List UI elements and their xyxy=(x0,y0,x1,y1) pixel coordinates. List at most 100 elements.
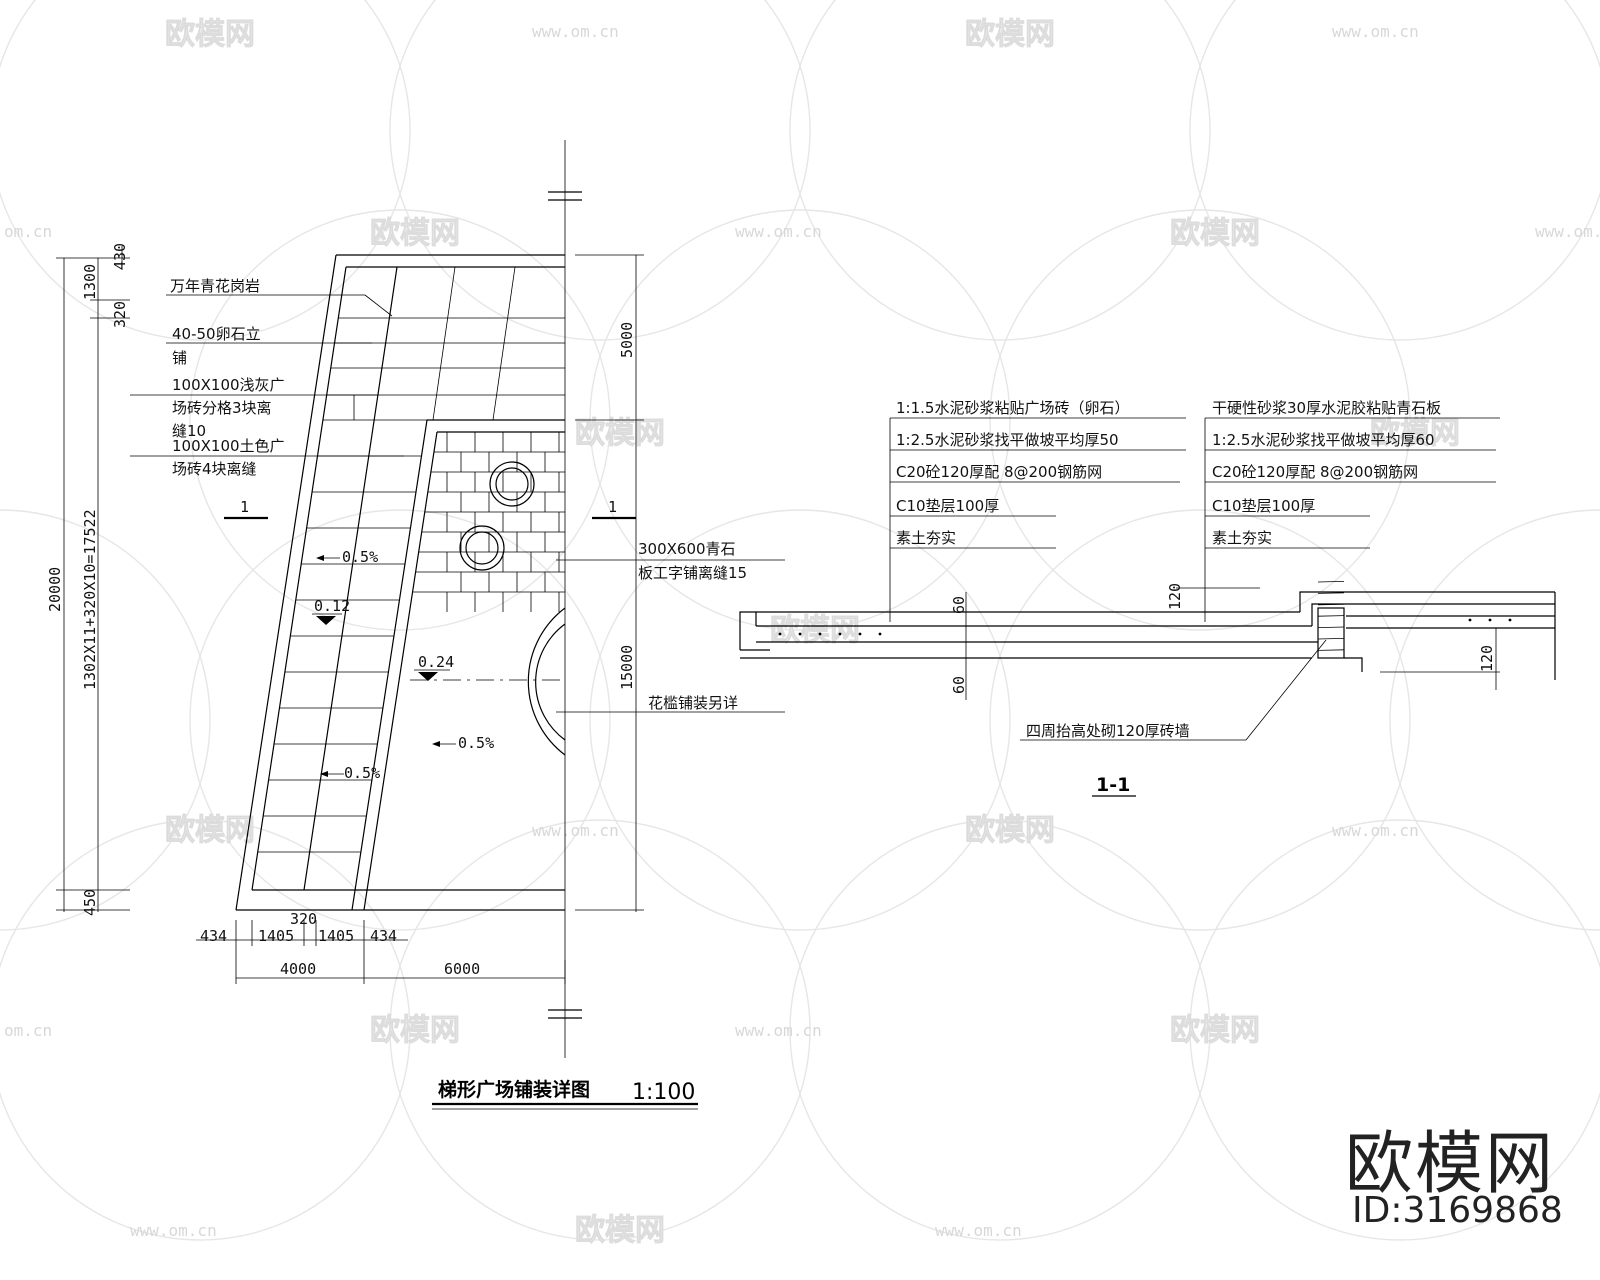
dim-label: 15000 xyxy=(618,645,636,690)
watermark-url: www.om.cn xyxy=(532,821,619,840)
rebar-dot xyxy=(878,632,882,636)
watermark-logo: 欧模网 xyxy=(965,813,1055,848)
round-planter-inner xyxy=(465,531,499,565)
right-step xyxy=(1311,603,1555,626)
dim-label: 1405 xyxy=(258,927,294,945)
wall-note: 四周抬高处砌120厚砖墙 xyxy=(1026,722,1190,740)
hatch-line xyxy=(1317,638,1345,640)
section-body: 60 60 120 120 四周抬高处砌120厚砖墙 1-1 xyxy=(739,581,1556,797)
section-view: 1:1.5水泥砂浆粘贴广场砖（卵石） 1:2.5水泥砂浆找平做坡平均厚50 C2… xyxy=(739,399,1556,797)
elevation-marker-icon xyxy=(418,672,438,681)
watermark-logo: 欧模网 xyxy=(1170,1013,1260,1048)
watermark-url: www.om.cn xyxy=(532,22,619,41)
watermark-url: www.om.cn xyxy=(735,222,822,241)
layer-label: 素土夯实 xyxy=(1212,529,1272,547)
dim-label: 430 xyxy=(111,243,129,270)
label-pebble: 铺 xyxy=(172,349,187,367)
rebar-dot xyxy=(1488,618,1492,622)
dim-label: 120 xyxy=(1478,645,1496,672)
label-grey-tile: 100X100浅灰广 xyxy=(172,376,285,394)
leader-line xyxy=(364,294,393,317)
watermark-logo: 欧模网 xyxy=(575,1213,665,1248)
hatch-line xyxy=(1317,615,1345,617)
round-planter xyxy=(489,461,535,507)
dim-label: 1302X11+320X10=17522 xyxy=(81,509,99,690)
label-grey-tile: 缝10 xyxy=(172,422,206,440)
bluestone-slab-pattern xyxy=(412,431,565,612)
grey-band-line xyxy=(303,266,398,891)
hatch-line xyxy=(1317,592,1345,594)
layer-label: C10垫层100厚 xyxy=(896,497,999,515)
elevation-label: 0.12 xyxy=(314,597,350,615)
dim-label: 320 xyxy=(290,910,317,928)
wall-note-leader xyxy=(1245,639,1327,741)
watermark-url: www.om.cn xyxy=(1332,22,1419,41)
watermark-logo: 欧模网 xyxy=(1170,216,1260,251)
arrow-left-icon xyxy=(320,771,328,777)
dim-label: 4000 xyxy=(280,960,316,978)
dim-label: 320 xyxy=(111,301,129,328)
watermark-logos: 欧模网 欧模网 欧模网 欧模网 欧模网 欧模网 欧模网 欧模网 欧模网 欧模网 … xyxy=(165,17,1461,1249)
hatch-line xyxy=(1317,649,1345,651)
watermark-layer: 欧模网 欧模网 欧模网 欧模网 欧模网 欧模网 欧模网 欧模网 欧模网 欧模网 … xyxy=(0,0,1600,1248)
watermark-url: www.om.cn xyxy=(735,1021,822,1040)
watermark-logo: 欧模网 xyxy=(1370,416,1460,451)
watermark-urls: www.om.cn www.om.cn www.om.cn www.om.cn … xyxy=(4,22,1600,1240)
watermark-url: www.om.cn xyxy=(1332,821,1419,840)
watermark-logo: 欧模网 xyxy=(965,17,1055,52)
watermark-logo: 欧模网 xyxy=(370,216,460,251)
label-slab: 300X600青石 xyxy=(638,540,736,558)
layer-label: 1:1.5水泥砂浆粘贴广场砖（卵石） xyxy=(896,399,1129,417)
section-title: 1-1 xyxy=(1096,774,1130,796)
round-planter xyxy=(459,525,505,571)
layer-label: C10垫层100厚 xyxy=(1212,497,1315,515)
label-grey-tile: 场砖分格3块离 xyxy=(172,399,272,417)
brick-wall-hatch xyxy=(1317,581,1345,659)
rebar-dot xyxy=(838,632,842,636)
slope-label: 0.5% xyxy=(342,548,378,566)
arrow-left-icon xyxy=(432,741,440,747)
dim-label: 434 xyxy=(370,927,397,945)
watermark-url: www.om.cn xyxy=(935,1221,1022,1240)
tile-column-line xyxy=(492,266,516,421)
layer-callout-left: 1:1.5水泥砂浆粘贴广场砖（卵石） 1:2.5水泥砂浆找平做坡平均厚50 C2… xyxy=(889,399,1186,622)
dim-label: 1405 xyxy=(318,927,354,945)
label-slab: 板工字铺离缝15 xyxy=(638,564,747,582)
slope-label: 0.5% xyxy=(344,764,380,782)
layer-label: C20砼120厚配 8@200钢筋网 xyxy=(1212,463,1418,481)
hatch-line xyxy=(1317,581,1345,583)
plan-title: 梯形广场铺装详图 xyxy=(438,1078,590,1101)
label-flowerbed: 花槛铺装另详 xyxy=(648,694,738,712)
dim-label: 434 xyxy=(200,927,227,945)
section-mark: 1 xyxy=(240,498,249,516)
rebar-dot xyxy=(1468,618,1472,622)
rebar-dot xyxy=(818,632,822,636)
plan-view: 万年青花岗岩 40-50卵石立 铺 100X100浅灰广 场砖分格3块离 缝10… xyxy=(46,140,785,1110)
plaza-outer-edge xyxy=(235,254,337,911)
rebar-dot xyxy=(1508,618,1512,622)
arrow-left-icon xyxy=(316,555,324,561)
right-step xyxy=(1299,591,1555,612)
watermark-logo: 欧模网 xyxy=(370,1013,460,1048)
label-tan-tile: 场砖4块离缝 xyxy=(172,460,257,478)
watermark-circles xyxy=(0,0,1600,1241)
watermark-url: www.om.cn xyxy=(130,1221,217,1240)
brand-name: 欧模网 xyxy=(1345,1125,1556,1204)
tile-column-line xyxy=(432,266,456,421)
tan-band-line xyxy=(363,431,438,911)
tan-band-edge xyxy=(351,419,428,911)
layer-label: C20砼120厚配 8@200钢筋网 xyxy=(896,463,1102,481)
watermark-logo: 欧模网 xyxy=(575,416,665,451)
plan-scale: 1:100 xyxy=(632,1080,695,1105)
layer-callout-right: 干硬性砂浆30厚水泥胶粘贴青石板 1:2.5水泥砂浆找平做坡平均厚60 C20砼… xyxy=(1204,399,1500,622)
label-pebble: 40-50卵石立 xyxy=(172,325,261,343)
hatch-line xyxy=(1317,603,1345,606)
rebar-dots xyxy=(778,618,1512,636)
dim-label: 60 xyxy=(950,596,968,614)
rebar-dot xyxy=(858,632,862,636)
layer-label: 1:2.5水泥砂浆找平做坡平均厚50 xyxy=(896,431,1119,449)
watermark-logo: 欧模网 xyxy=(165,17,255,52)
dim-label: 60 xyxy=(950,676,968,694)
watermark-url: om.cn xyxy=(4,1021,52,1040)
